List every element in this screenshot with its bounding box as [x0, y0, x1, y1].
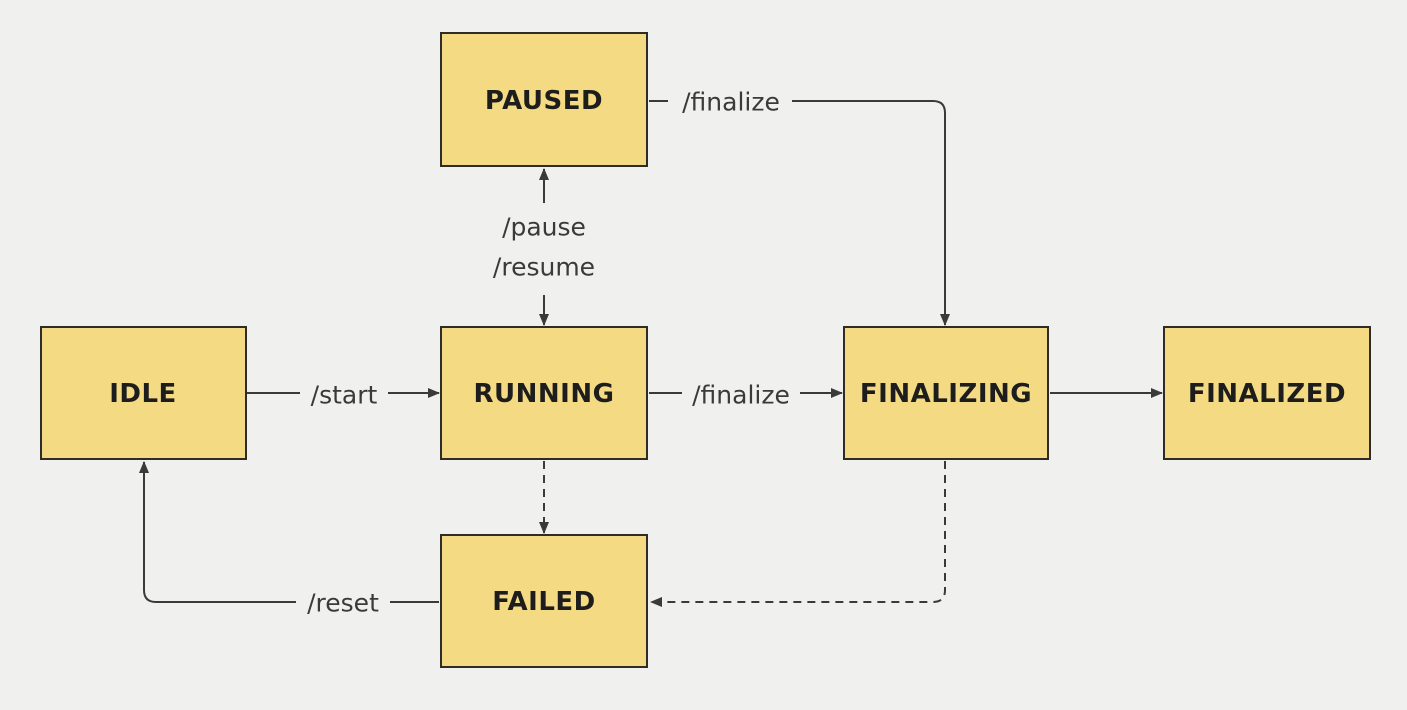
- label-bg-reset: [296, 585, 390, 621]
- edge-paused-to-finalizing: [649, 100, 950, 326]
- edge-label-finalize-running: /finalize: [692, 381, 790, 410]
- transition-edges: [139, 100, 1163, 607]
- label-bg-start: [300, 376, 388, 412]
- state-node-failed: FAILED: [440, 534, 648, 668]
- state-nodes: PAUSED IDLE RUNNING FINALIZING FINALIZED…: [40, 32, 1371, 668]
- state-label-finalized: FINALIZED: [1188, 379, 1346, 409]
- label-bg-finalize-top: [668, 84, 792, 120]
- state-node-finalizing: FINALIZING: [843, 326, 1049, 460]
- state-box-paused: [440, 32, 648, 167]
- state-box-idle: [40, 326, 247, 460]
- edge-label-finalize-paused: /finalize: [682, 88, 780, 117]
- edge-label-start: /start: [311, 381, 378, 410]
- edge-label-pause: /pause: [502, 213, 586, 242]
- edge-label-resume: /resume: [493, 253, 595, 282]
- state-label-finalizing: FINALIZING: [860, 379, 1032, 409]
- state-node-paused: PAUSED: [440, 32, 648, 167]
- edge-labels: /start /pause /resume /finalize /finaliz…: [307, 88, 790, 618]
- state-node-running: RUNNING: [440, 326, 648, 460]
- state-label-paused: PAUSED: [485, 86, 603, 116]
- state-label-failed: FAILED: [492, 587, 595, 617]
- state-box-finalized: [1163, 326, 1371, 460]
- label-bg-finalize-mid: [682, 376, 800, 412]
- label-bg-pause-resume: [486, 203, 602, 295]
- edge-finalizing-to-failed: [650, 461, 946, 607]
- state-label-idle: IDLE: [109, 379, 177, 409]
- state-box-failed: [440, 534, 648, 668]
- state-box-finalizing: [843, 326, 1049, 460]
- state-box-running: [440, 326, 648, 460]
- state-label-running: RUNNING: [474, 379, 615, 409]
- edge-label-reset: /reset: [307, 589, 379, 618]
- edge-label-backgrounds: [296, 84, 800, 621]
- state-node-idle: IDLE: [40, 326, 247, 460]
- state-node-finalized: FINALIZED: [1163, 326, 1371, 460]
- edge-failed-to-idle: [139, 461, 439, 603]
